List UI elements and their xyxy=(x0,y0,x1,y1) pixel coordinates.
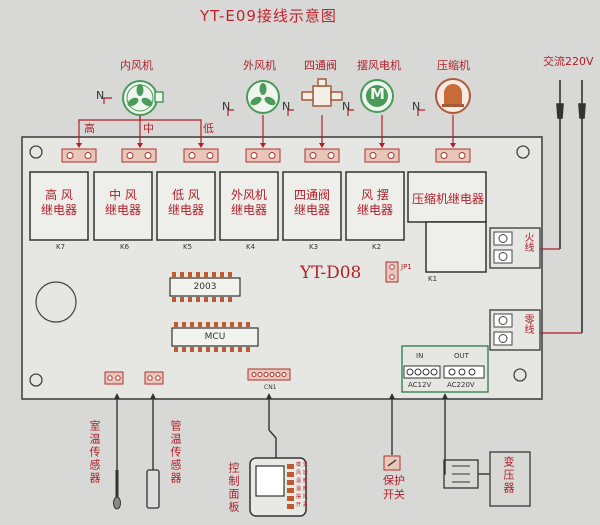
relay-box xyxy=(93,171,153,241)
n-label: N xyxy=(96,89,105,102)
indoor-fan-label: 内风机 xyxy=(120,59,153,72)
pipe-temp-sensor-label: 管温传感器 xyxy=(169,420,182,485)
compressor-label: 压缩机 xyxy=(437,59,470,72)
chip-mcu-label: MCU xyxy=(204,332,226,342)
speed-high-label: 高 xyxy=(84,122,95,135)
relay-label: 风 摆 继电器 xyxy=(356,188,393,217)
relay-box xyxy=(156,171,216,241)
panel-item: 摆 风 xyxy=(296,494,308,500)
relay-label: 中 风 继电器 xyxy=(104,188,141,217)
ac220v-label: AC220V xyxy=(447,381,475,389)
neutral-terminal-label: 零线 xyxy=(522,314,533,334)
relay-box-k1-lower xyxy=(425,221,487,273)
relay-box xyxy=(345,171,405,241)
n-label: N xyxy=(412,100,421,113)
diagram-title: YT-E09接线示意图 xyxy=(200,7,337,25)
buzzer xyxy=(35,281,77,323)
protect-switch-label: 保护开关 xyxy=(383,474,405,501)
relay-label: 高 风 继电器 xyxy=(40,188,77,217)
live-terminal-label: 火线 xyxy=(522,232,533,252)
relay-box xyxy=(282,171,342,241)
relay-ref: K4 xyxy=(246,243,256,251)
relay-ref: K2 xyxy=(372,243,382,251)
chip-2003-label: 2003 xyxy=(193,282,217,292)
relay-ref: K7 xyxy=(56,243,66,251)
fan-icon xyxy=(123,81,157,115)
room-temp-sensor-label: 室温传感器 xyxy=(88,420,101,485)
n-label: N xyxy=(222,100,231,113)
panel-item: 开 关 xyxy=(296,502,308,508)
jumper-label: JP1 xyxy=(401,263,412,271)
mount-hole xyxy=(513,368,527,382)
transformer-label: 变压器 xyxy=(502,456,515,495)
mount-hole xyxy=(29,373,43,387)
relay-ref: K3 xyxy=(309,243,319,251)
control-panel-label: 控制面板 xyxy=(227,462,240,514)
swing-motor-label: 摆风电机 xyxy=(357,59,401,72)
ac12v-label: AC12V xyxy=(408,381,432,389)
mount-hole xyxy=(29,145,43,159)
relay-ref: K6 xyxy=(120,243,130,251)
panel-item: 风 速 xyxy=(296,470,308,476)
relay-box xyxy=(29,171,89,241)
power-out-label: OUT xyxy=(454,352,469,360)
valve-icon xyxy=(302,79,342,107)
relay-ref: K5 xyxy=(183,243,193,251)
panel-item: 温 度 xyxy=(296,486,308,492)
panel-item: 模 式 xyxy=(296,462,308,468)
ac-supply-label: 交流220V xyxy=(543,55,594,68)
relay-label: 压缩机继电器 xyxy=(411,192,484,206)
panel-item: 温 度 xyxy=(296,478,308,484)
relay-label: 四通阀 继电器 xyxy=(293,188,330,217)
speed-low-label: 低 xyxy=(203,122,214,135)
speed-mid-label: 中 xyxy=(143,122,154,135)
outdoor-fan-label: 外风机 xyxy=(243,59,276,72)
n-label: N xyxy=(282,100,291,113)
four-way-valve-label: 四通阀 xyxy=(304,59,337,72)
relay-label: 外风机 继电器 xyxy=(230,188,267,217)
panel-button-labels: 模 式 风 速 温 度 温 度 摆 风 开 关 xyxy=(296,463,308,511)
mount-hole xyxy=(516,145,530,159)
motor-icon: M xyxy=(370,85,385,103)
relay-ref: K1 xyxy=(428,275,438,283)
connector-cn1-label: CN1 xyxy=(264,384,277,391)
relay-label: 低 风 继电器 xyxy=(167,188,204,217)
board-model-label: YT-D08 xyxy=(300,263,362,283)
relay-box-k1 xyxy=(407,171,487,223)
compressor-icon xyxy=(436,79,470,113)
n-label: N xyxy=(342,100,351,113)
power-in-label: IN xyxy=(416,352,424,360)
relay-box xyxy=(219,171,279,241)
fan-icon xyxy=(247,81,279,113)
